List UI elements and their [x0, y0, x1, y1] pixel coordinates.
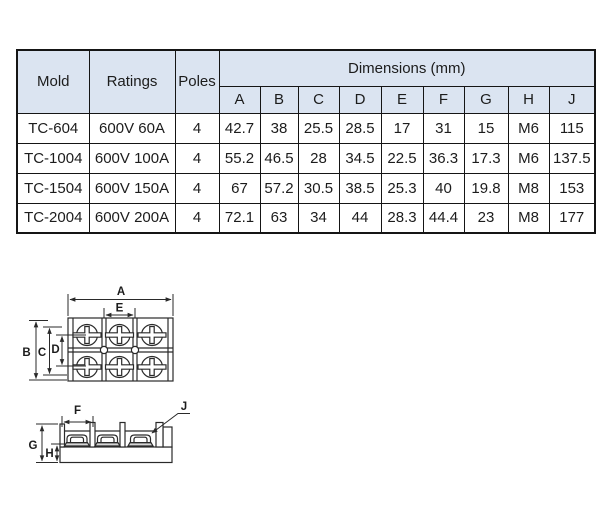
table-row: TC-2004 600V 200A 4 72.1 63 34 44 28.3 4… — [16, 202, 596, 234]
spec-table: Mold Ratings Poles Dimensions (mm) A B C… — [16, 49, 597, 234]
table-cell: 63 — [259, 202, 299, 234]
table-cell: 36.3 — [422, 142, 465, 174]
mounting-hole — [99, 345, 109, 355]
column-group-dimensions: Dimensions (mm) — [218, 49, 596, 87]
column-header-e: E — [380, 85, 424, 114]
table-cell: 30.5 — [297, 172, 340, 204]
screw-profile — [63, 434, 91, 447]
column-header-c: C — [297, 85, 340, 114]
side-view-drawing — [59, 421, 173, 464]
dimension-J: J — [151, 401, 190, 434]
top-view-drawing — [67, 317, 174, 382]
dim-label-h: H — [45, 448, 53, 460]
table-cell: 72.1 — [218, 202, 261, 234]
table-cell: 19.8 — [463, 172, 509, 204]
dim-label-d: D — [51, 344, 59, 356]
column-header-j: J — [548, 85, 596, 114]
top-view-dimensions: A E B C — [22, 286, 174, 381]
table-cell: TC-2004 — [16, 202, 90, 234]
dimension-E: E — [103, 303, 136, 319]
table-cell: 17 — [380, 112, 424, 144]
dim-label-a: A — [117, 286, 125, 298]
screw-profile — [127, 434, 154, 447]
table-cell: 34 — [297, 202, 340, 234]
table-cell: 46.5 — [259, 142, 299, 174]
table-cell: 600V 200A — [88, 202, 176, 234]
dim-label-b: B — [22, 347, 30, 359]
header-row-1: Mold Ratings Poles Dimensions (mm) — [16, 49, 596, 114]
table-cell: M8 — [507, 202, 550, 234]
column-header-b: B — [259, 85, 299, 114]
table-cell: 25.3 — [380, 172, 424, 204]
partition-wall — [119, 421, 126, 448]
table-cell: 600V 60A — [88, 112, 176, 144]
table-cell: 28 — [297, 142, 340, 174]
table-row: TC-1004 600V 100A 4 55.2 46.5 28 34.5 22… — [16, 142, 596, 174]
table-cell: 137.5 — [548, 142, 596, 174]
dim-label-j: J — [181, 401, 187, 413]
dim-label-g: G — [29, 440, 38, 452]
column-header-f: F — [422, 85, 465, 114]
base-slab — [59, 446, 173, 464]
table-cell: 38.5 — [338, 172, 382, 204]
table-cell: 15 — [463, 112, 509, 144]
table-cell: 31 — [422, 112, 465, 144]
table-cell: 28.3 — [380, 202, 424, 234]
table-cell: TC-1004 — [16, 142, 90, 174]
column-header-g: G — [463, 85, 509, 114]
table-cell: TC-1504 — [16, 172, 90, 204]
table-cell: TC-604 — [16, 112, 90, 144]
table-cell: 67 — [218, 172, 261, 204]
header-row-2: A B C D E F G H J — [17, 85, 596, 114]
dim-label-f: F — [74, 405, 81, 417]
table-cell: 600V 150A — [88, 172, 176, 204]
table-cell: 34.5 — [338, 142, 382, 174]
table-cell: 55.2 — [218, 142, 261, 174]
mounting-hole — [130, 345, 140, 355]
dimension-D: D — [51, 334, 86, 367]
end-wall — [155, 421, 164, 448]
dimension-F: F — [61, 405, 94, 427]
table-cell: 44.4 — [422, 202, 465, 234]
table-cell: 17.3 — [463, 142, 509, 174]
table-cell: 28.5 — [338, 112, 382, 144]
dim-label-c: C — [38, 347, 46, 359]
dim-label-e: E — [116, 303, 124, 315]
table-row: TC-604 600V 60A 4 42.7 38 25.5 28.5 17 3… — [16, 112, 596, 144]
screw-profile — [94, 434, 121, 447]
table-cell: 115 — [548, 112, 596, 144]
dimension-C: C — [38, 326, 67, 376]
dimension-G: G — [29, 423, 58, 463]
side-view-dimensions: F G H J — [29, 401, 190, 463]
table-cell: 4 — [174, 112, 220, 144]
dimension-A: A — [67, 286, 174, 316]
table-row: TC-1504 600V 150A 4 67 57.2 30.5 38.5 25… — [16, 172, 596, 204]
dimension-H: H — [45, 443, 64, 462]
table-cell: 177 — [548, 202, 596, 234]
dimension-B: B — [22, 320, 67, 381]
